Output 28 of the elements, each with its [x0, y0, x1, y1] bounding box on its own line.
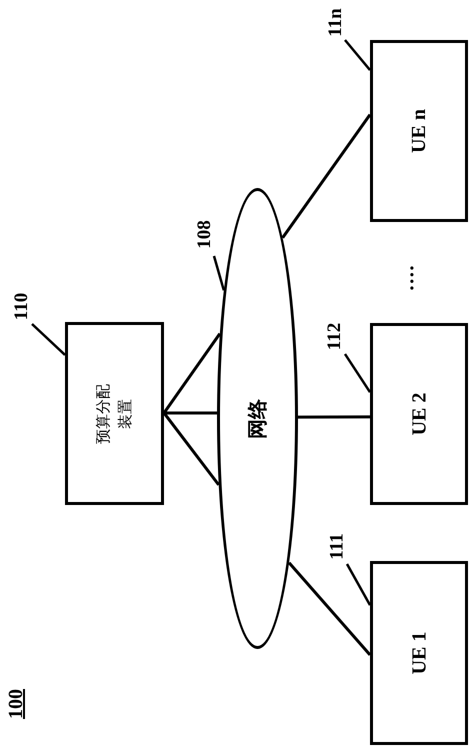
device-box — [370, 561, 468, 745]
device-label: 预算分配装置 — [94, 382, 134, 446]
device-label: UE 1 — [407, 632, 431, 674]
device-box — [65, 322, 164, 505]
leader-line — [212, 256, 226, 291]
reference-numeral: 111 — [328, 532, 346, 560]
device-box — [370, 323, 468, 505]
ellipsis-dots: ···· — [402, 264, 422, 292]
network-ellipse — [217, 188, 298, 649]
connector-line — [298, 415, 370, 419]
connector-line — [164, 411, 217, 414]
reference-numeral: 110 — [12, 292, 32, 320]
reference-numeral: 112 — [326, 322, 344, 350]
connector-line — [281, 114, 372, 239]
device-label: UE 2 — [407, 392, 431, 436]
reference-numeral: 11n — [326, 8, 344, 36]
connector-line — [162, 412, 220, 486]
device-box — [370, 40, 468, 222]
leader-line — [31, 323, 66, 356]
figure-number: 100 — [6, 689, 26, 719]
device-label: UE n — [407, 109, 431, 153]
reference-numeral: 108 — [194, 220, 214, 248]
leader-line — [344, 353, 372, 393]
connector-line — [288, 562, 372, 656]
leader-line — [344, 39, 371, 71]
leader-line — [346, 563, 372, 606]
connector-line — [162, 332, 222, 414]
network-label: 网络 — [246, 398, 270, 438]
